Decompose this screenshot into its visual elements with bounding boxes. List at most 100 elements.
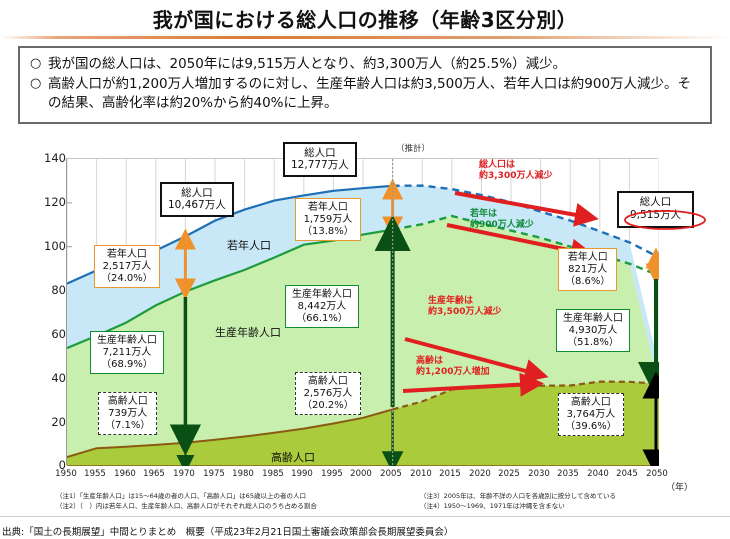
callout-working-2050-label: 生産年齢人口 [563,313,623,324]
callout-working-2005-value: 8,442万人 [297,300,347,312]
line-elderly-projection [392,380,659,411]
y-tick-100: 100 [44,239,66,253]
annotation-elderly-text: 高齢は 約1,200万人増加 [416,356,489,379]
bullet-circle-icon: ○ [30,56,42,71]
summary-box: ○ 我が国の総人口は、2050年には9,515万人となり、約3,300万人（約2… [18,46,712,124]
y-tick-0: 0 [58,458,66,472]
band-label-working: 生産年齢人口 [215,326,281,339]
projection-arrow-svg [66,144,266,158]
x-tick-2045: 2045 [616,469,638,479]
x-tick-1990: 1990 [291,469,313,479]
y-tick-40: 40 [51,371,66,385]
callout-elderly-2005-value: 2,576万人 [303,387,353,399]
callout-total-2005: 総人口 12,777万人 [283,142,357,177]
callout-elderly-2050-value: 3,764万人 [566,408,616,420]
callout-total-2050-value: 9,515万人 [630,209,682,222]
annotation-total-text: 総人口は 約3,300万人減少 [479,160,552,183]
callout-working-1970-label: 生産年齢人口 [97,335,157,346]
callout-young-2050-pct: （8.6%） [565,275,611,287]
x-tick-2030: 2030 [528,469,550,479]
x-tick-2040: 2040 [587,469,609,479]
footnote-2: （注2）（ ）内は若年人口、生産年齢人口、高齢人口がそれぞれ総人口のうち占める割… [56,502,317,510]
bullet-circle-icon: ○ [30,75,42,91]
callout-young-1970: 若年人口 2,517万人 （24.0%） [94,245,160,289]
band-label-elderly: 高齢人口 [271,451,315,464]
x-tick-1980: 1980 [232,469,254,479]
x-tick-1955: 1955 [84,469,106,479]
annotation-working-text: 生産年齢は 約3,500万人減少 [428,296,501,319]
x-tick-2020: 2020 [469,469,491,479]
x-tick-1995: 1995 [321,469,343,479]
source-line: 出典:「国土の長期展望」中間とりまとめ 概要（平成23年2月21日国土審議会政策… [0,516,730,538]
callout-total-2050-label: 総人口 [639,196,672,208]
callout-young-1970-value: 2,517万人 [102,260,152,272]
annotation-elderly-line1: 高齢は [416,356,444,366]
annotation-working-line2: 約3,500万人減少 [428,307,502,318]
callout-working-1970-pct: （68.9%） [101,358,153,370]
callout-young-2005: 若年人口 1,759万人 （13.8%） [295,198,361,242]
page-title: 我が国における総人口の推移（年齢3区分別） [152,8,578,32]
x-tick-2050: 2050 [646,469,668,479]
callout-elderly-2050: 高齢人口 3,764万人 （39.6%） [558,393,624,437]
footnotes: （注1）「生産年齢人口」は15～64歳の者の人口、「高齢人口」は65歳以上の者の… [0,488,730,514]
callout-elderly-1970-pct: （7.1%） [105,419,151,431]
band-label-young: 若年人口 [227,239,271,252]
callout-young-2050: 若年人口 821万人 （8.6%） [558,248,618,292]
callout-young-1970-pct: （24.0%） [101,272,153,284]
x-tick-1975: 1975 [203,469,225,479]
callout-total-2050: 総人口 9,515万人 [617,191,706,230]
annotation-arrow-elderly [402,372,544,397]
callout-elderly-2050-label: 高齢人口 [570,397,611,408]
callout-young-2005-label: 若年人口 [307,202,348,213]
x-tick-1970: 1970 [173,469,195,479]
annotation-young-line1: 若年は [470,209,498,219]
summary-bullet-1: ○ 我が国の総人口は、2050年には9,515万人となり、約3,300万人（約2… [30,55,700,75]
callout-young-1970-label: 若年人口 [106,249,147,260]
callout-young-2050-value: 821万人 [568,263,608,275]
x-tick-2010: 2010 [410,469,432,479]
callout-young-2005-pct: （13.8%） [302,225,354,237]
annotation-young-text: 若年は 約900万人減少 [470,209,534,232]
x-tick-2015: 2015 [439,469,461,479]
y-tick-120: 120 [44,195,66,209]
x-tick-2035: 2035 [557,469,579,479]
title-divider [0,36,730,39]
footnote-1: （注1）「生産年齢人口」は15～64歳の者の人口、「高齢人口」は65歳以上の者の… [56,492,306,500]
callout-elderly-2005-label: 高齢人口 [307,376,348,387]
x-tick-1985: 1985 [262,469,284,479]
callout-total-1970: 総人口 10,467万人 [160,182,234,217]
callout-working-2005-pct: （66.1%） [296,312,348,324]
source-text: 出典:「国土の長期展望」中間とりまとめ 概要（平成23年2月21日国土審議会政策… [2,527,454,538]
x-tick-1960: 1960 [114,469,136,479]
annotation-total-line1: 総人口は [479,160,516,170]
area-young [67,185,659,386]
summary-bullet-1-text: 我が国の総人口は、2050年には9,515万人となり、約3,300万人（約25.… [48,56,567,72]
callout-working-1970: 生産年齢人口 7,211万人 （68.9%） [90,331,164,375]
area-working [67,216,659,457]
x-tick-1950: 1950 [55,469,77,479]
callout-total-1970-value: 10,467万人 [168,199,226,212]
callout-total-2005-value: 12,777万人 [291,159,349,172]
summary-bullet-2: ○ 高齢人口が約1,200万人増加するのに対し、生産年齢人口は約3,500万人、… [30,75,700,114]
x-tick-1965: 1965 [143,469,165,479]
annotation-arrow-working [404,337,549,383]
callout-young-2005-value: 1,759万人 [303,213,353,225]
annotation-total-line2: 約3,300万人減少 [479,171,553,182]
page-title-wrap: 我が国における総人口の推移（年齢3区分別） [0,4,730,33]
area-elderly [67,381,659,466]
summary-bullet-2-text: 高齢人口が約1,200万人増加するのに対し、生産年齢人口は約3,500万人、若年… [48,75,692,112]
annotation-working-line1: 生産年齢は [428,296,474,306]
x-tick-2000: 2000 [350,469,372,479]
callout-elderly-1970: 高齢人口 739万人 （7.1%） [98,392,158,436]
annotation-elderly-line2: 約1,200万人増加 [416,367,490,378]
x-axis-unit-label: （年） [666,483,694,493]
footnote-3: （注3）2005年は、年齢不詳の人口を各歳別に按分して含めている [420,492,616,500]
callout-elderly-2005: 高齢人口 2,576万人 （20.2%） [295,372,361,416]
annotation-arrow-total [454,191,599,227]
y-tick-20: 20 [51,415,66,429]
callout-working-2050: 生産年齢人口 4,930万人 （51.8%） [556,309,630,353]
callout-elderly-2005-pct: （20.2%） [302,399,354,411]
callout-elderly-1970-label: 高齢人口 [107,396,148,407]
callout-elderly-1970-value: 739万人 [108,407,148,419]
x-tick-2025: 2025 [498,469,520,479]
